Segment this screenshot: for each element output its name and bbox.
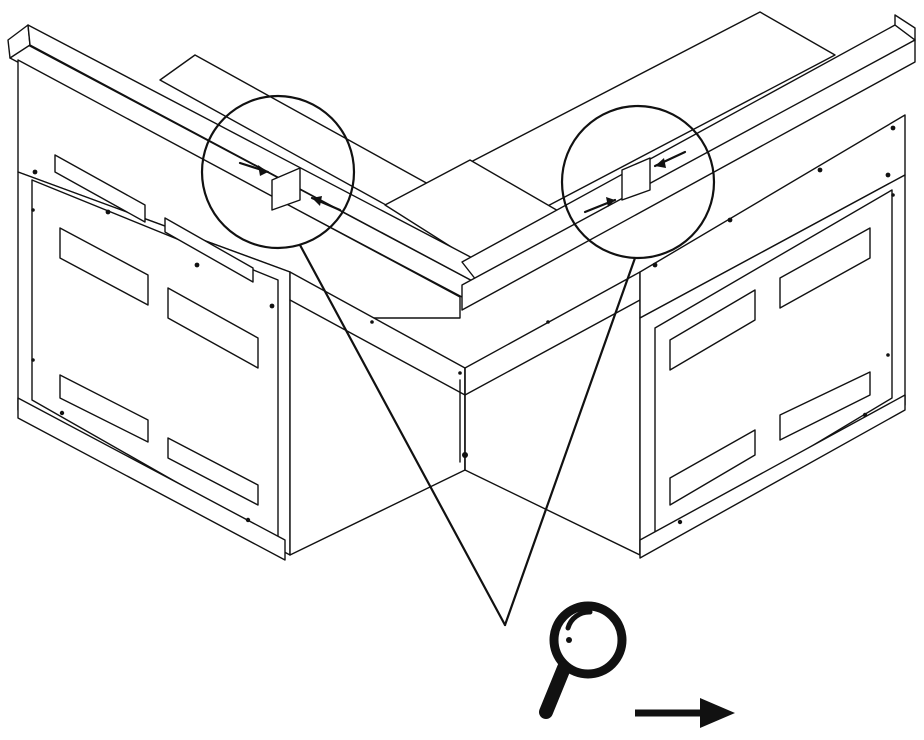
top-surface — [159, 11, 836, 263]
right-arrow-icon — [635, 698, 735, 728]
right-cabinet — [461, 14, 916, 559]
magnifier-icon — [539, 601, 627, 719]
right-detail-callout-circle — [560, 104, 716, 260]
callout-leader-lines — [298, 243, 637, 627]
left-detail-callout-circle — [200, 94, 356, 250]
left-cabinet — [7, 24, 481, 561]
left-joint-detail — [238, 161, 342, 212]
corner-section — [289, 271, 641, 556]
right-joint-detail — [583, 150, 687, 214]
